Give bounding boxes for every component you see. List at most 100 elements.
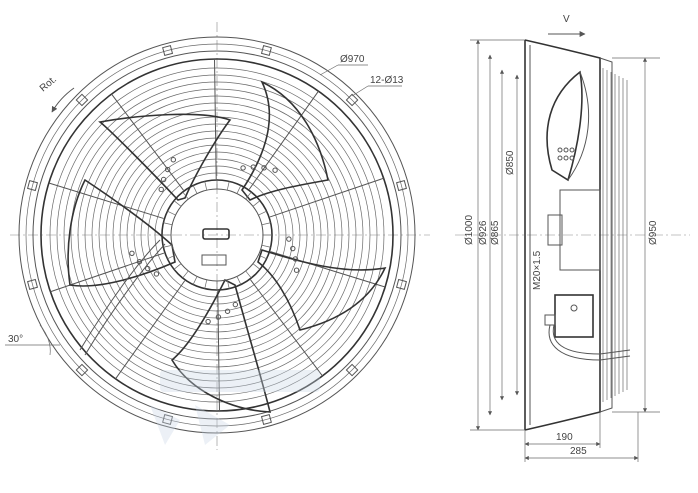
guard-ring [112,130,322,340]
fan-blade-top-left [98,113,232,201]
hub-fin [163,222,173,226]
hub-fin [252,263,261,270]
bolt-hole [26,278,39,290]
dia-970-leader [319,64,339,76]
hub-fin [173,263,182,270]
hub-fin [226,279,230,289]
hub-nameplate [201,254,227,266]
hub-fin [182,270,189,279]
hub-fin [167,254,176,260]
hub-fin [236,185,242,194]
dia-950-label: Ø950 [648,220,659,245]
guard-spoke [48,182,164,219]
hub-dot [261,165,267,171]
watermark-bar [160,370,320,392]
guard-outer-ring [40,58,394,412]
hub-fin [204,279,208,289]
guard-ring [56,74,378,396]
bolt-hole [75,363,89,377]
hub-dot [293,267,300,273]
guard-ring [63,81,371,389]
hub-fin [252,200,261,207]
blade-side-profile [546,70,583,182]
hub-fin [204,181,208,191]
rotation-label: Rot. [38,74,59,94]
hub-fin [182,191,189,200]
guard-spoke [248,90,319,190]
blade-dot [569,155,575,161]
thread-label: M20×1.5 [532,250,543,290]
terminal-box-screw [570,304,578,312]
hub-dot [158,186,164,193]
hub-fin [236,276,242,285]
hub-dot [129,250,135,256]
hub-fin [167,210,176,216]
guard-ring [140,158,294,312]
guard-ring [91,109,343,361]
blade-dot [557,147,563,153]
bolt-hole [260,44,272,57]
guard-spoke [269,177,384,218]
hub-dot [215,314,222,320]
bolt-hole [162,413,174,426]
power-cable-side [548,324,631,361]
blade-dot [569,147,575,153]
fan-blades [67,80,387,413]
guard-ring [147,165,287,305]
depth-190-label: 190 [556,432,573,443]
dia-1000-label: Ø1000 [464,215,475,245]
terminal-box [554,294,594,338]
watermark-shape-left [150,405,180,445]
outer-flange-ring [18,36,416,434]
hub-fin [245,191,252,200]
hub-dot [224,308,231,314]
angle-label: 30° [8,334,23,345]
guard-ring [77,95,357,375]
hub-dot [250,164,256,170]
holes-label: 12-Ø13 [370,75,404,86]
dia-850-label: Ø850 [505,150,516,175]
dia-865-label: Ø865 [490,220,501,245]
hub-dot [160,176,167,183]
hub-fin [163,244,173,248]
hub-mounting-dots [129,157,300,325]
blade-side-edge [567,71,590,181]
guard-ring [133,151,301,319]
dia-926-label: Ø926 [478,220,489,245]
hub-dot [286,236,292,242]
hub-fin [192,185,198,194]
watermark-logo [150,370,320,445]
hub-dot [164,166,171,173]
power-cable-side-edge [552,324,631,355]
bolt-hole [395,180,408,192]
inner-flange-ring [32,50,402,420]
guard-ring [70,88,364,382]
hub-cooling-fins [162,180,272,290]
hub-dot [272,167,278,173]
power-cable-front-edge [84,243,166,356]
dia-970-label: Ø970 [340,54,365,65]
fan-blade-left [67,178,176,287]
hub-center-label-plate [202,228,230,240]
fan-blade-top-right [241,80,329,202]
guard-spoke [115,280,186,380]
guard-ring [84,102,350,368]
hub-fin [226,181,230,191]
blade-dot [563,155,569,161]
front-view: Rot. Ø970 12-Ø13 30° [5,22,430,450]
hub-dot [290,245,296,252]
hub-dot [170,157,177,163]
depth-285-label: 285 [570,446,587,457]
guard-side-fins [602,68,628,402]
hub-fin [261,222,271,226]
blade-dot [557,155,563,161]
housing-flange [599,57,613,413]
guard-spoke [111,93,184,191]
bolt-hole [260,413,272,426]
hub-fin [261,244,271,248]
bolt-hole [395,278,408,290]
hub-dot [292,256,299,262]
hub-fin [258,254,267,260]
guard-spoke [214,59,217,180]
